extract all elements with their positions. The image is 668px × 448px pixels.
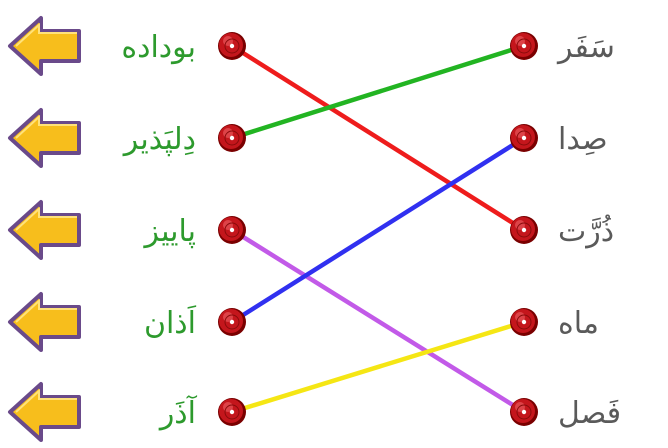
right-connector-dot[interactable] bbox=[510, 308, 538, 336]
left-word-label: بوداده bbox=[121, 30, 196, 65]
right-word-label: ذُرَّت bbox=[558, 213, 614, 249]
arrow-left-icon[interactable] bbox=[8, 292, 81, 352]
right-word-label: صِدا bbox=[558, 122, 608, 157]
arrow-left-icon[interactable] bbox=[8, 16, 81, 76]
left-connector-dot[interactable] bbox=[218, 398, 246, 426]
arrow-buttons-group bbox=[8, 16, 81, 442]
arrow-left-icon[interactable] bbox=[8, 382, 81, 442]
left-word-label: دِلپَذیر bbox=[122, 122, 196, 157]
connection-line bbox=[229, 43, 527, 141]
connector-dots-group bbox=[218, 32, 538, 426]
right-connector-dot[interactable] bbox=[510, 216, 538, 244]
left-word-label: اَذان bbox=[144, 304, 196, 341]
left-connector-dot[interactable] bbox=[218, 308, 246, 336]
left-connector-dot[interactable] bbox=[218, 216, 246, 244]
connection-line bbox=[229, 227, 527, 415]
right-connector-dot[interactable] bbox=[510, 124, 538, 152]
right-connector-dot[interactable] bbox=[510, 32, 538, 60]
right-word-label: سَفَر bbox=[556, 30, 615, 65]
arrow-left-icon[interactable] bbox=[8, 200, 81, 260]
left-connector-dot[interactable] bbox=[218, 124, 246, 152]
connection-line bbox=[229, 135, 527, 325]
connection-line bbox=[229, 43, 527, 233]
left-connector-dot[interactable] bbox=[218, 32, 246, 60]
right-word-label: فَصل bbox=[558, 396, 621, 431]
word-labels-group: بوداده دِلپَذیر پاییز اَذان آذَر سَفَر صِدا ذُر… bbox=[121, 30, 621, 431]
right-connector-dot[interactable] bbox=[510, 398, 538, 426]
connection-lines-group bbox=[229, 43, 527, 415]
right-word-label: ماه bbox=[558, 306, 599, 341]
left-word-label: آذَر bbox=[158, 395, 198, 431]
arrow-left-icon[interactable] bbox=[8, 108, 81, 168]
left-word-label: پاییز bbox=[143, 214, 196, 249]
connection-line bbox=[229, 319, 527, 415]
